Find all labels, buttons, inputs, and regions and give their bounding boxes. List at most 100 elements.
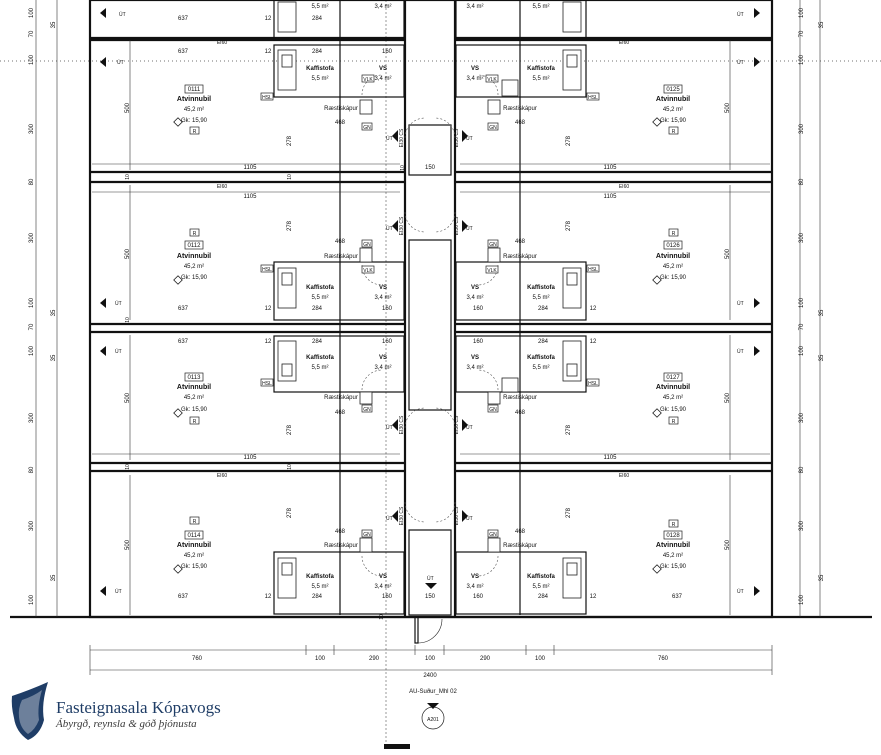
kitchen-labels: Kaffistofa 5,5 m² Kaffistofa 5,5 m² Kaff… (306, 4, 555, 590)
svg-text:637: 637 (178, 339, 189, 345)
room-gk: Gk: 15,90 (181, 118, 208, 124)
svg-text:Ræstiskápur: Ræstiskápur (503, 543, 537, 549)
svg-text:468: 468 (335, 410, 346, 416)
room-area: 45,2 m² (663, 264, 683, 270)
room-0112: R 0112 Atvinnubil 45,2 m² Gk: 15,90 (177, 228, 211, 281)
svg-text:VS: VS (471, 574, 479, 580)
svg-text:468: 468 (335, 239, 346, 245)
room-number: 0127 (666, 375, 680, 381)
kitchen-fixtures (277, 1, 582, 599)
wc-door-swings (361, 74, 499, 577)
room-area: 45,2 m² (184, 553, 204, 559)
svg-text:35: 35 (51, 354, 57, 361)
svg-text:3,4 m²: 3,4 m² (374, 4, 391, 10)
svg-text:12: 12 (265, 306, 272, 312)
svg-text:5,5 m²: 5,5 m² (532, 295, 549, 301)
svg-text:100: 100 (29, 7, 35, 18)
svg-text:HSL: HSL (588, 267, 598, 273)
svg-text:278: 278 (287, 507, 293, 518)
svg-text:500: 500 (125, 392, 131, 403)
svg-text:100: 100 (29, 594, 35, 605)
svg-text:ÚT: ÚT (466, 225, 473, 232)
svg-text:ÚT: ÚT (386, 424, 393, 431)
svg-text:VS: VS (379, 66, 387, 72)
svg-text:5,5 m²: 5,5 m² (311, 76, 328, 82)
exit-labels: ÚT ÚT ÚT ÚT ÚT ÚT ÚT ÚT ÚT ÚT ÚT ÚT ÚT Ú… (115, 11, 744, 595)
room-gk: Gk: 15,90 (660, 275, 687, 281)
stair-core (408, 529, 452, 616)
svg-text:GN: GN (489, 407, 497, 413)
room-gk: Gk: 15,90 (181, 407, 208, 413)
svg-text:35: 35 (51, 21, 57, 28)
room-area: 45,2 m² (184, 395, 204, 401)
svg-text:70: 70 (29, 323, 35, 330)
extinguisher-icons (173, 117, 662, 574)
svg-text:10: 10 (125, 464, 131, 470)
corridor-door-swings (404, 117, 456, 523)
dim-bottom-1: 760 (192, 656, 203, 662)
svg-text:EI30 CS: EI30 CS (399, 415, 405, 434)
room-gk: Gk: 15,90 (660, 564, 687, 570)
svg-text:ÚT: ÚT (115, 300, 122, 307)
svg-text:5,5 m²: 5,5 m² (311, 365, 328, 371)
svg-text:637: 637 (178, 49, 189, 55)
corridor-core (408, 239, 452, 411)
svg-text:R: R (193, 419, 197, 425)
dimension-lines (35, 0, 821, 675)
svg-text:ÚT: ÚT (386, 225, 393, 232)
svg-text:VLK: VLK (487, 268, 497, 274)
dim-bottom-2: 100 (315, 656, 326, 662)
svg-text:R: R (672, 522, 676, 528)
svg-text:278: 278 (287, 424, 293, 435)
dim-total-width: 2400 (423, 673, 437, 679)
company-name: Fasteignasala Kópavogs (56, 698, 221, 717)
svg-text:R: R (672, 419, 676, 425)
svg-text:R: R (193, 231, 197, 237)
svg-text:VS: VS (471, 66, 479, 72)
svg-text:ÚT: ÚT (737, 348, 744, 355)
svg-text:EI30 CS: EI30 CS (399, 506, 405, 525)
svg-text:70: 70 (799, 323, 805, 330)
svg-text:160: 160 (473, 594, 484, 600)
room-gk: Gk: 15,90 (181, 275, 208, 281)
svg-text:35: 35 (819, 354, 825, 361)
svg-text:VS: VS (471, 285, 479, 291)
room-number: 0111 (188, 87, 201, 93)
svg-text:284: 284 (312, 49, 323, 55)
svg-text:278: 278 (287, 135, 293, 146)
svg-text:100: 100 (799, 7, 805, 18)
svg-text:HSL: HSL (588, 381, 598, 387)
svg-text:GN: GN (363, 532, 371, 538)
svg-text:EI60: EI60 (217, 184, 228, 190)
svg-text:3,4 m²: 3,4 m² (374, 365, 391, 371)
svg-text:ÚT: ÚT (386, 135, 393, 142)
svg-text:3,4 m²: 3,4 m² (466, 295, 483, 301)
svg-text:80: 80 (799, 466, 805, 473)
svg-text:160: 160 (382, 49, 393, 55)
section-label: AU-Suður_Mhl 02 (409, 688, 457, 695)
svg-text:ÚT: ÚT (737, 588, 744, 595)
svg-text:3,4 m²: 3,4 m² (466, 4, 483, 10)
dim-bottom-5: 290 (480, 656, 491, 662)
svg-text:637: 637 (178, 594, 189, 600)
svg-text:ÚT: ÚT (737, 300, 744, 307)
svg-text:Kaffistofa: Kaffistofa (527, 355, 555, 361)
svg-text:300: 300 (29, 232, 35, 243)
room-gk: Gk: 15,90 (660, 407, 687, 413)
svg-text:3,4 m²: 3,4 m² (374, 295, 391, 301)
svg-text:300: 300 (799, 123, 805, 134)
room-number: 0112 (188, 243, 202, 249)
svg-text:70: 70 (29, 30, 35, 37)
svg-text:Ræstiskápur: Ræstiskápur (503, 395, 537, 401)
svg-text:EI30 CS: EI30 CS (399, 216, 405, 235)
svg-text:10: 10 (125, 317, 131, 323)
dim-bottom-6: 100 (535, 656, 546, 662)
svg-text:278: 278 (566, 424, 572, 435)
svg-text:Ræstiskápur: Ræstiskápur (324, 106, 358, 112)
svg-text:500: 500 (725, 539, 731, 550)
shield-icon (11, 682, 48, 740)
svg-text:3,4 m²: 3,4 m² (466, 76, 483, 82)
room-gk: Gk: 15,90 (181, 564, 208, 570)
dim-bottom-3: 290 (369, 656, 380, 662)
svg-text:100: 100 (799, 594, 805, 605)
